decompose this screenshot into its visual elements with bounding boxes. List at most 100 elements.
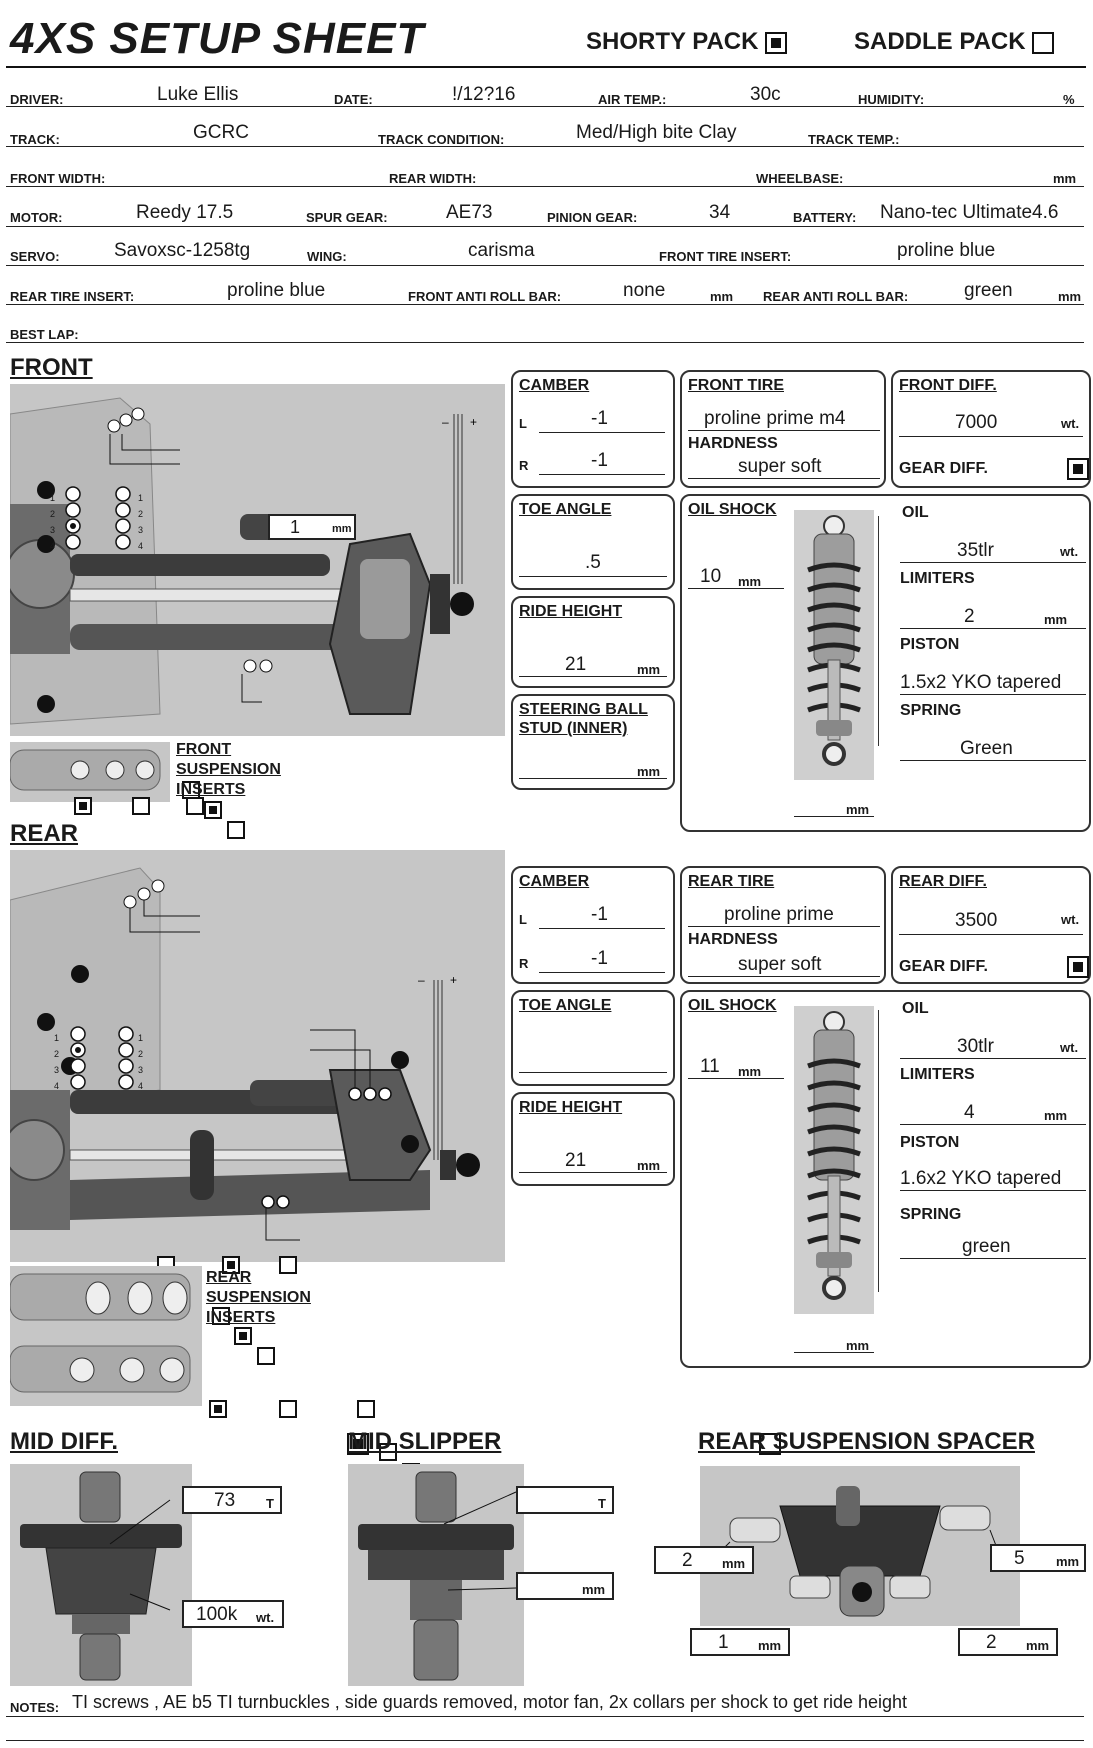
- mid-slipper-checkbox[interactable]: [758, 1433, 781, 1455]
- rear-tower-position-3-checkbox[interactable]: [256, 1347, 275, 1365]
- rear-anti-roll-bar-value[interactable]: green: [964, 280, 1013, 301]
- saddle-pack-checkbox[interactable]: [1032, 31, 1055, 54]
- rear-shock-spacer-value[interactable]: 11: [700, 1056, 720, 1077]
- front-anti-roll-bar-label: FRONT ANTI ROLL BAR:: [408, 289, 562, 304]
- spur-gear-value[interactable]: AE73: [446, 202, 493, 223]
- spacer-left-bottom-value[interactable]: 1: [718, 1632, 729, 1653]
- rear-gear-diff-checkbox[interactable]: [1067, 956, 1089, 978]
- rear-insert-lower-1-checkbox[interactable]: [208, 1400, 227, 1418]
- wing-value[interactable]: carisma: [468, 240, 535, 261]
- spacer-left-bottom-box[interactable]: 1 mm: [690, 1628, 790, 1656]
- spacer-left-top-box[interactable]: 2 mm: [654, 1546, 754, 1574]
- mid-slipper-gap-box[interactable]: mm: [516, 1572, 614, 1600]
- front-insert-2-checkbox[interactable]: [132, 797, 151, 815]
- rear-shock-oil-value[interactable]: 30tlr: [957, 1036, 994, 1057]
- shorty-pack-checkbox[interactable]: [765, 31, 788, 54]
- rear-insert-lower-3-checkbox[interactable]: [356, 1400, 375, 1418]
- rear-shock-limiters-value[interactable]: 4: [964, 1102, 975, 1123]
- front-anti-roll-bar-value[interactable]: none: [623, 280, 666, 301]
- rear-insert-lower-2-checkbox[interactable]: [279, 1400, 298, 1418]
- mid-slipper-spur-box[interactable]: T: [516, 1486, 614, 1514]
- rear-camber-box: CAMBER L -1 R -1: [511, 866, 675, 984]
- date-value[interactable]: !/12?16: [452, 84, 516, 105]
- rear-tower-position-2-checkbox[interactable]: [234, 1327, 253, 1345]
- pinion-gear-value[interactable]: 34: [709, 202, 731, 223]
- front-shock-length-entry-line: [794, 816, 874, 817]
- servo-value[interactable]: Savoxsc-1258tg: [114, 240, 251, 261]
- rear-shock-spring-value[interactable]: green: [962, 1236, 1011, 1257]
- rear-insert-upper-2-checkbox[interactable]: [221, 1256, 240, 1274]
- rear-tire-insert-value[interactable]: proline blue: [227, 280, 326, 301]
- front-ride-height-title: RIDE HEIGHT: [519, 603, 623, 620]
- spacer-right-top-value[interactable]: 5: [1014, 1548, 1025, 1569]
- spacer-right-top-box[interactable]: 5 mm: [990, 1544, 1086, 1572]
- spacer-right-bottom-box[interactable]: 2 mm: [958, 1628, 1058, 1656]
- front-gear-diff-label: GEAR DIFF.: [899, 460, 988, 477]
- rear-insert-upper-3-checkbox[interactable]: [279, 1256, 298, 1274]
- row-line: [6, 106, 1084, 107]
- rear-camber-l-label: L: [519, 912, 527, 927]
- front-camber-l-value[interactable]: -1: [591, 408, 608, 429]
- front-insert-1-checkbox[interactable]: [74, 797, 92, 815]
- front-suspension-inserts-label: FRONT SUSPENSION INSERTS: [176, 741, 281, 798]
- mid-diff-oil-unit: wt.: [256, 1610, 275, 1625]
- shorty-pack-option[interactable]: SHORTY PACK: [586, 28, 788, 56]
- front-shock-spacer-value[interactable]: 10: [700, 566, 722, 587]
- front-tire-hardness-value[interactable]: super soft: [738, 456, 822, 477]
- saddle-pack-option[interactable]: SADDLE PACK: [854, 28, 1055, 56]
- front-shock-spring-value[interactable]: Green: [960, 738, 1013, 759]
- air-temp-value[interactable]: 30c: [750, 84, 781, 105]
- mid-diff-spur-box[interactable]: 73 T: [182, 1486, 282, 1514]
- rear-shock-spring-label: SPRING: [900, 1206, 962, 1223]
- spacer-right-bottom-value[interactable]: 2: [986, 1632, 997, 1653]
- rear-tire-insert-label: REAR TIRE INSERT:: [10, 289, 135, 304]
- front-shock-spacer-unit: mm: [738, 574, 762, 589]
- mid-diff-checkbox[interactable]: [347, 1433, 370, 1455]
- mid-diff-oil-box[interactable]: 100k wt.: [182, 1600, 284, 1628]
- front-tire-value[interactable]: proline prime m4: [704, 408, 846, 429]
- rear-hub-position-1-checkbox[interactable]: [379, 1443, 398, 1461]
- rear-shock-piston-value[interactable]: 1.6x2 YKO tapered: [900, 1168, 1062, 1189]
- front-tower-position-2-checkbox[interactable]: [204, 801, 223, 819]
- rear-shock-illustration: [807, 1011, 861, 1300]
- track-value[interactable]: GCRC: [193, 122, 249, 143]
- front-tower-position-3-checkbox[interactable]: [226, 821, 245, 839]
- front-camber-link-gap-value[interactable]: 1: [290, 517, 301, 537]
- front-shock-limiters-value[interactable]: 2: [964, 606, 975, 627]
- front-diff-value[interactable]: 7000: [955, 412, 998, 433]
- rear-tire-hardness-value[interactable]: super soft: [738, 954, 822, 975]
- rear-camber-l-value[interactable]: -1: [591, 904, 608, 925]
- rear-tire-hardness-label: HARDNESS: [688, 931, 778, 948]
- rear-ride-height-value[interactable]: 21: [565, 1150, 587, 1171]
- front-insert-3-checkbox[interactable]: [185, 797, 204, 815]
- rear-diff-value[interactable]: 3500: [955, 910, 998, 931]
- driver-value[interactable]: Luke Ellis: [157, 84, 239, 105]
- row-line: [6, 186, 1084, 187]
- rear-tower-position-1-checkbox[interactable]: [212, 1307, 230, 1325]
- spacer-left-top-value[interactable]: 2: [682, 1550, 693, 1571]
- front-shock-piston-line: [900, 694, 1086, 695]
- front-shock-oil-value[interactable]: 35tlr: [957, 540, 994, 561]
- front-ride-height-value[interactable]: 21: [565, 654, 587, 675]
- notes-value[interactable]: TI screws , AE b5 TI turnbuckles , side …: [72, 1692, 908, 1712]
- motor-value[interactable]: Reedy 17.5: [136, 202, 234, 223]
- mid-diff-spur-value[interactable]: 73: [214, 1490, 236, 1511]
- rear-tire-value[interactable]: proline prime: [724, 904, 834, 925]
- sheet-title: 4XS SETUP SHEET: [10, 14, 425, 63]
- front-toe-value[interactable]: .5: [585, 552, 601, 573]
- front-shock-piston-value[interactable]: 1.5x2 YKO tapered: [900, 672, 1062, 693]
- front-camber-link-gap-box[interactable]: 1 mm: [268, 514, 356, 540]
- front-gear-diff-checkbox[interactable]: [1067, 458, 1089, 480]
- rear-anti-roll-bar-unit: mm: [1058, 289, 1082, 304]
- rear-camber-r-value[interactable]: -1: [591, 948, 608, 969]
- rear-tire-title: REAR TIRE: [688, 873, 775, 890]
- battery-value[interactable]: Nano-tec Ultimate4.6: [880, 202, 1059, 223]
- date-label: DATE:: [334, 92, 373, 107]
- rear-shock-limiters-unit: mm: [1044, 1108, 1068, 1123]
- front-camber-r-value[interactable]: -1: [591, 450, 608, 471]
- front-camber-link-gap-unit: mm: [332, 523, 352, 535]
- mid-diff-oil-value[interactable]: 100k: [196, 1604, 238, 1625]
- front-tire-insert-value[interactable]: proline blue: [897, 240, 996, 261]
- track-condition-value[interactable]: Med/High bite Clay: [576, 122, 737, 143]
